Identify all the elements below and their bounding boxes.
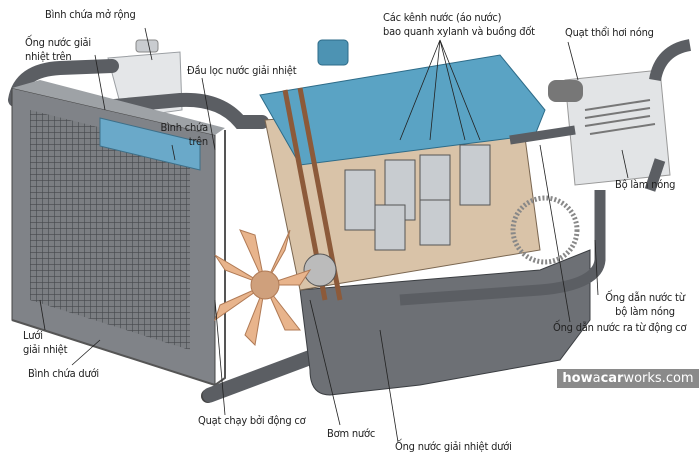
label-line: giải nhiệt (23, 343, 68, 356)
label-line: nhiệt trên (25, 50, 72, 63)
label-engine-outlet-pipe: Ống dẫn nước ra từ động cơ (553, 321, 687, 334)
label-heater-return-pipe: Ống dẫn nước từ bộ làm nóng (590, 291, 700, 319)
watermark-part: works.com (623, 371, 694, 386)
label-line: Ống dẫn nước từ (605, 291, 685, 304)
label-lower-tank: Bình chứa dưới (28, 367, 99, 380)
label-radiator-core: Lưới giải nhiệt (23, 329, 67, 357)
label-engine-fan: Quạt chạy bởi động cơ (198, 414, 306, 427)
label-line: bộ làm nóng (615, 305, 675, 318)
heater (399, 39, 692, 306)
label-line: trên (188, 135, 208, 148)
watermark-part: a (592, 371, 601, 386)
label-line: Lưới (23, 329, 43, 342)
label-line: Bình chứa (160, 121, 209, 134)
watermark-part: how (562, 371, 593, 386)
label-water-jacket: Các kênh nước (áo nước) bao quanh xylanh… (383, 11, 535, 39)
label-heater: Bộ làm nóng (615, 178, 676, 191)
label-lower-hose: Ống nước giải nhiệt dưới (395, 440, 512, 453)
label-line: Các kênh nước (áo nước) (383, 11, 502, 24)
leader-lines (39, 27, 629, 443)
label-upper-tank: Bình chứa trên (150, 121, 209, 149)
label-radiator-cap: Đầu lọc nước giải nhiệt (187, 64, 297, 77)
watermark-part: car (600, 371, 624, 386)
radiator (11, 80, 226, 403)
label-line: Ống nước giải (25, 36, 91, 49)
label-line: bao quanh xylanh và buồng đốt (383, 25, 535, 38)
engine-block (259, 39, 580, 301)
engine-fan (214, 229, 312, 347)
watermark: howacarworks.com (557, 369, 699, 388)
label-water-pump: Bơm nước (327, 427, 376, 440)
label-expansion-tank: Bình chứa mở rộng (45, 8, 136, 21)
label-upper-hose: Ống nước giải nhiệt trên (25, 36, 91, 64)
label-heater-fan: Quạt thổi hơi nóng (565, 26, 654, 39)
